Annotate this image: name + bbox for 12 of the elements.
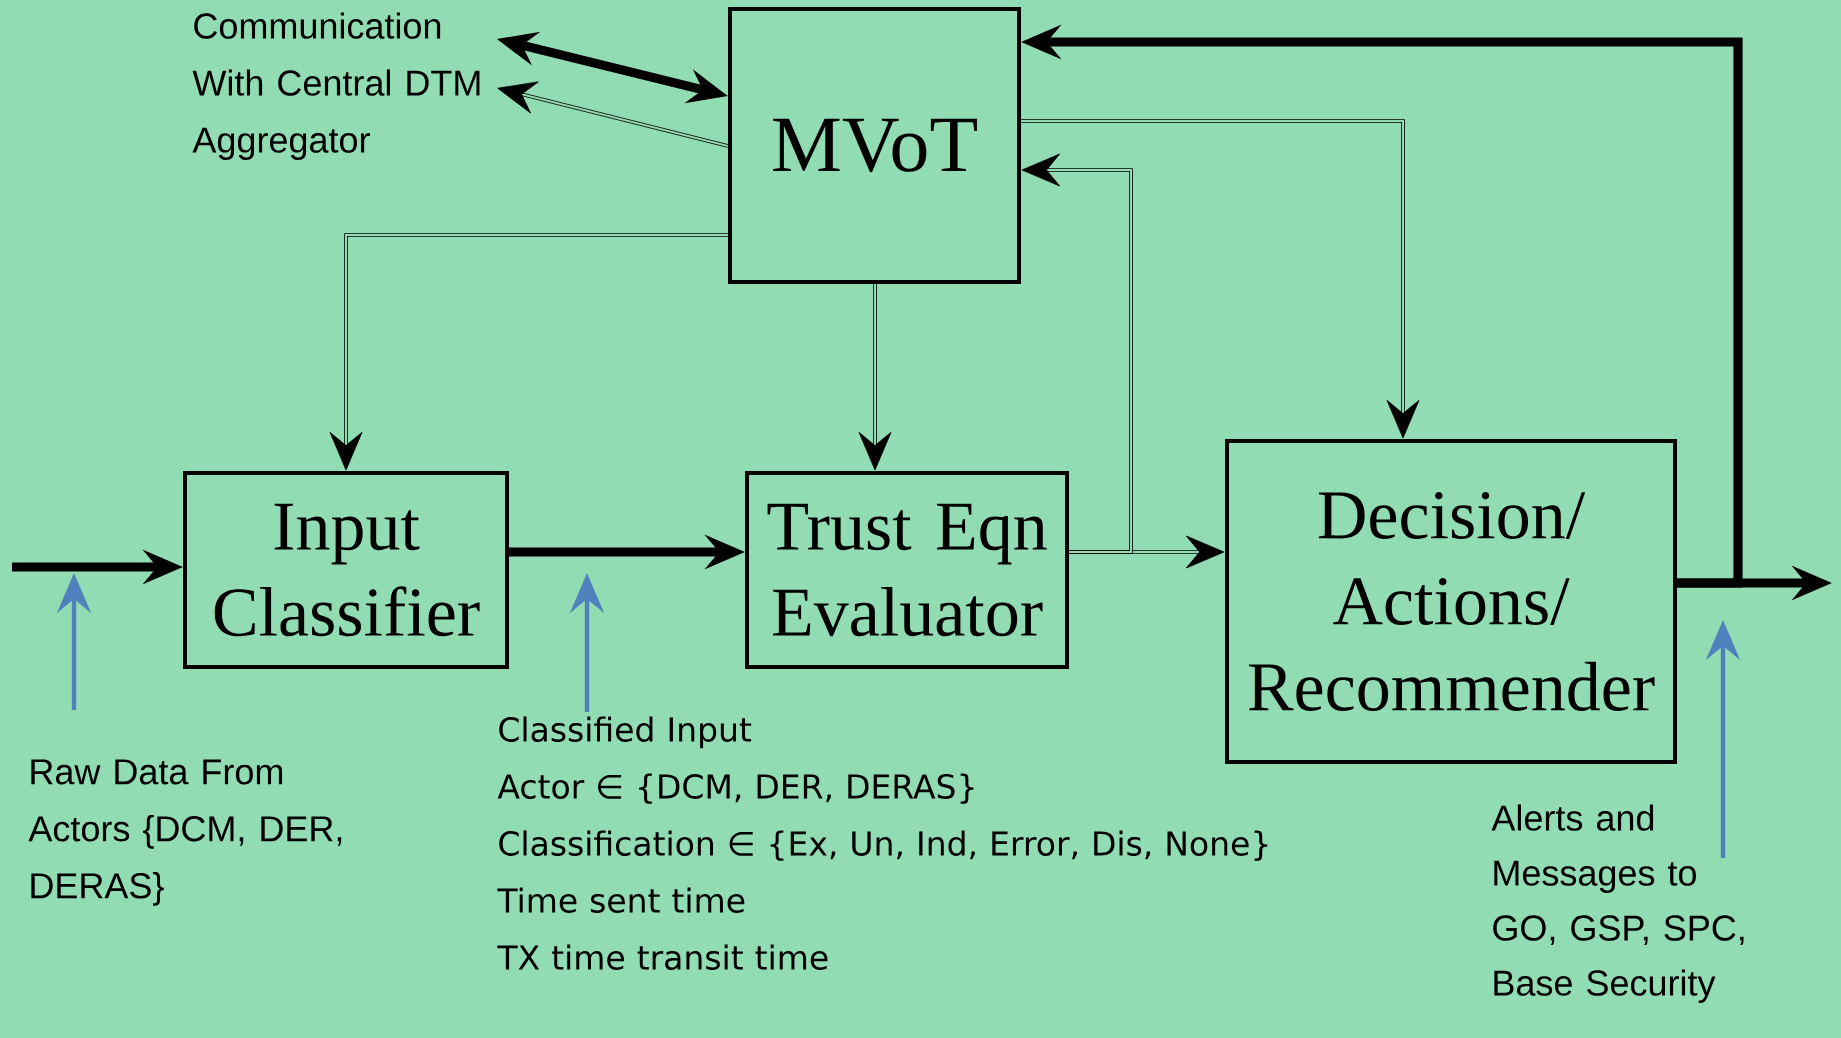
process-box: Input Classifier — [183, 471, 509, 669]
process-box: Trust Eqn Evaluator — [745, 471, 1069, 669]
process-box: Decision/ Actions/ Recommender — [1225, 439, 1677, 764]
arrow — [1020, 119, 1420, 439]
arrow — [329, 233, 729, 471]
arrow — [497, 81, 729, 148]
annotation-text: Raw Data From Actors {DCM, DER, DERAS} — [28, 759, 342, 906]
annotation-text: Alerts and Messages to GO, GSP, SPC, Base Security — [1491, 804, 1744, 1003]
annotation-text: Communication With Central DTM Aggregator — [192, 12, 480, 160]
process-box: MVoT — [728, 7, 1021, 284]
arrow — [858, 283, 892, 471]
arrow — [1021, 153, 1133, 554]
